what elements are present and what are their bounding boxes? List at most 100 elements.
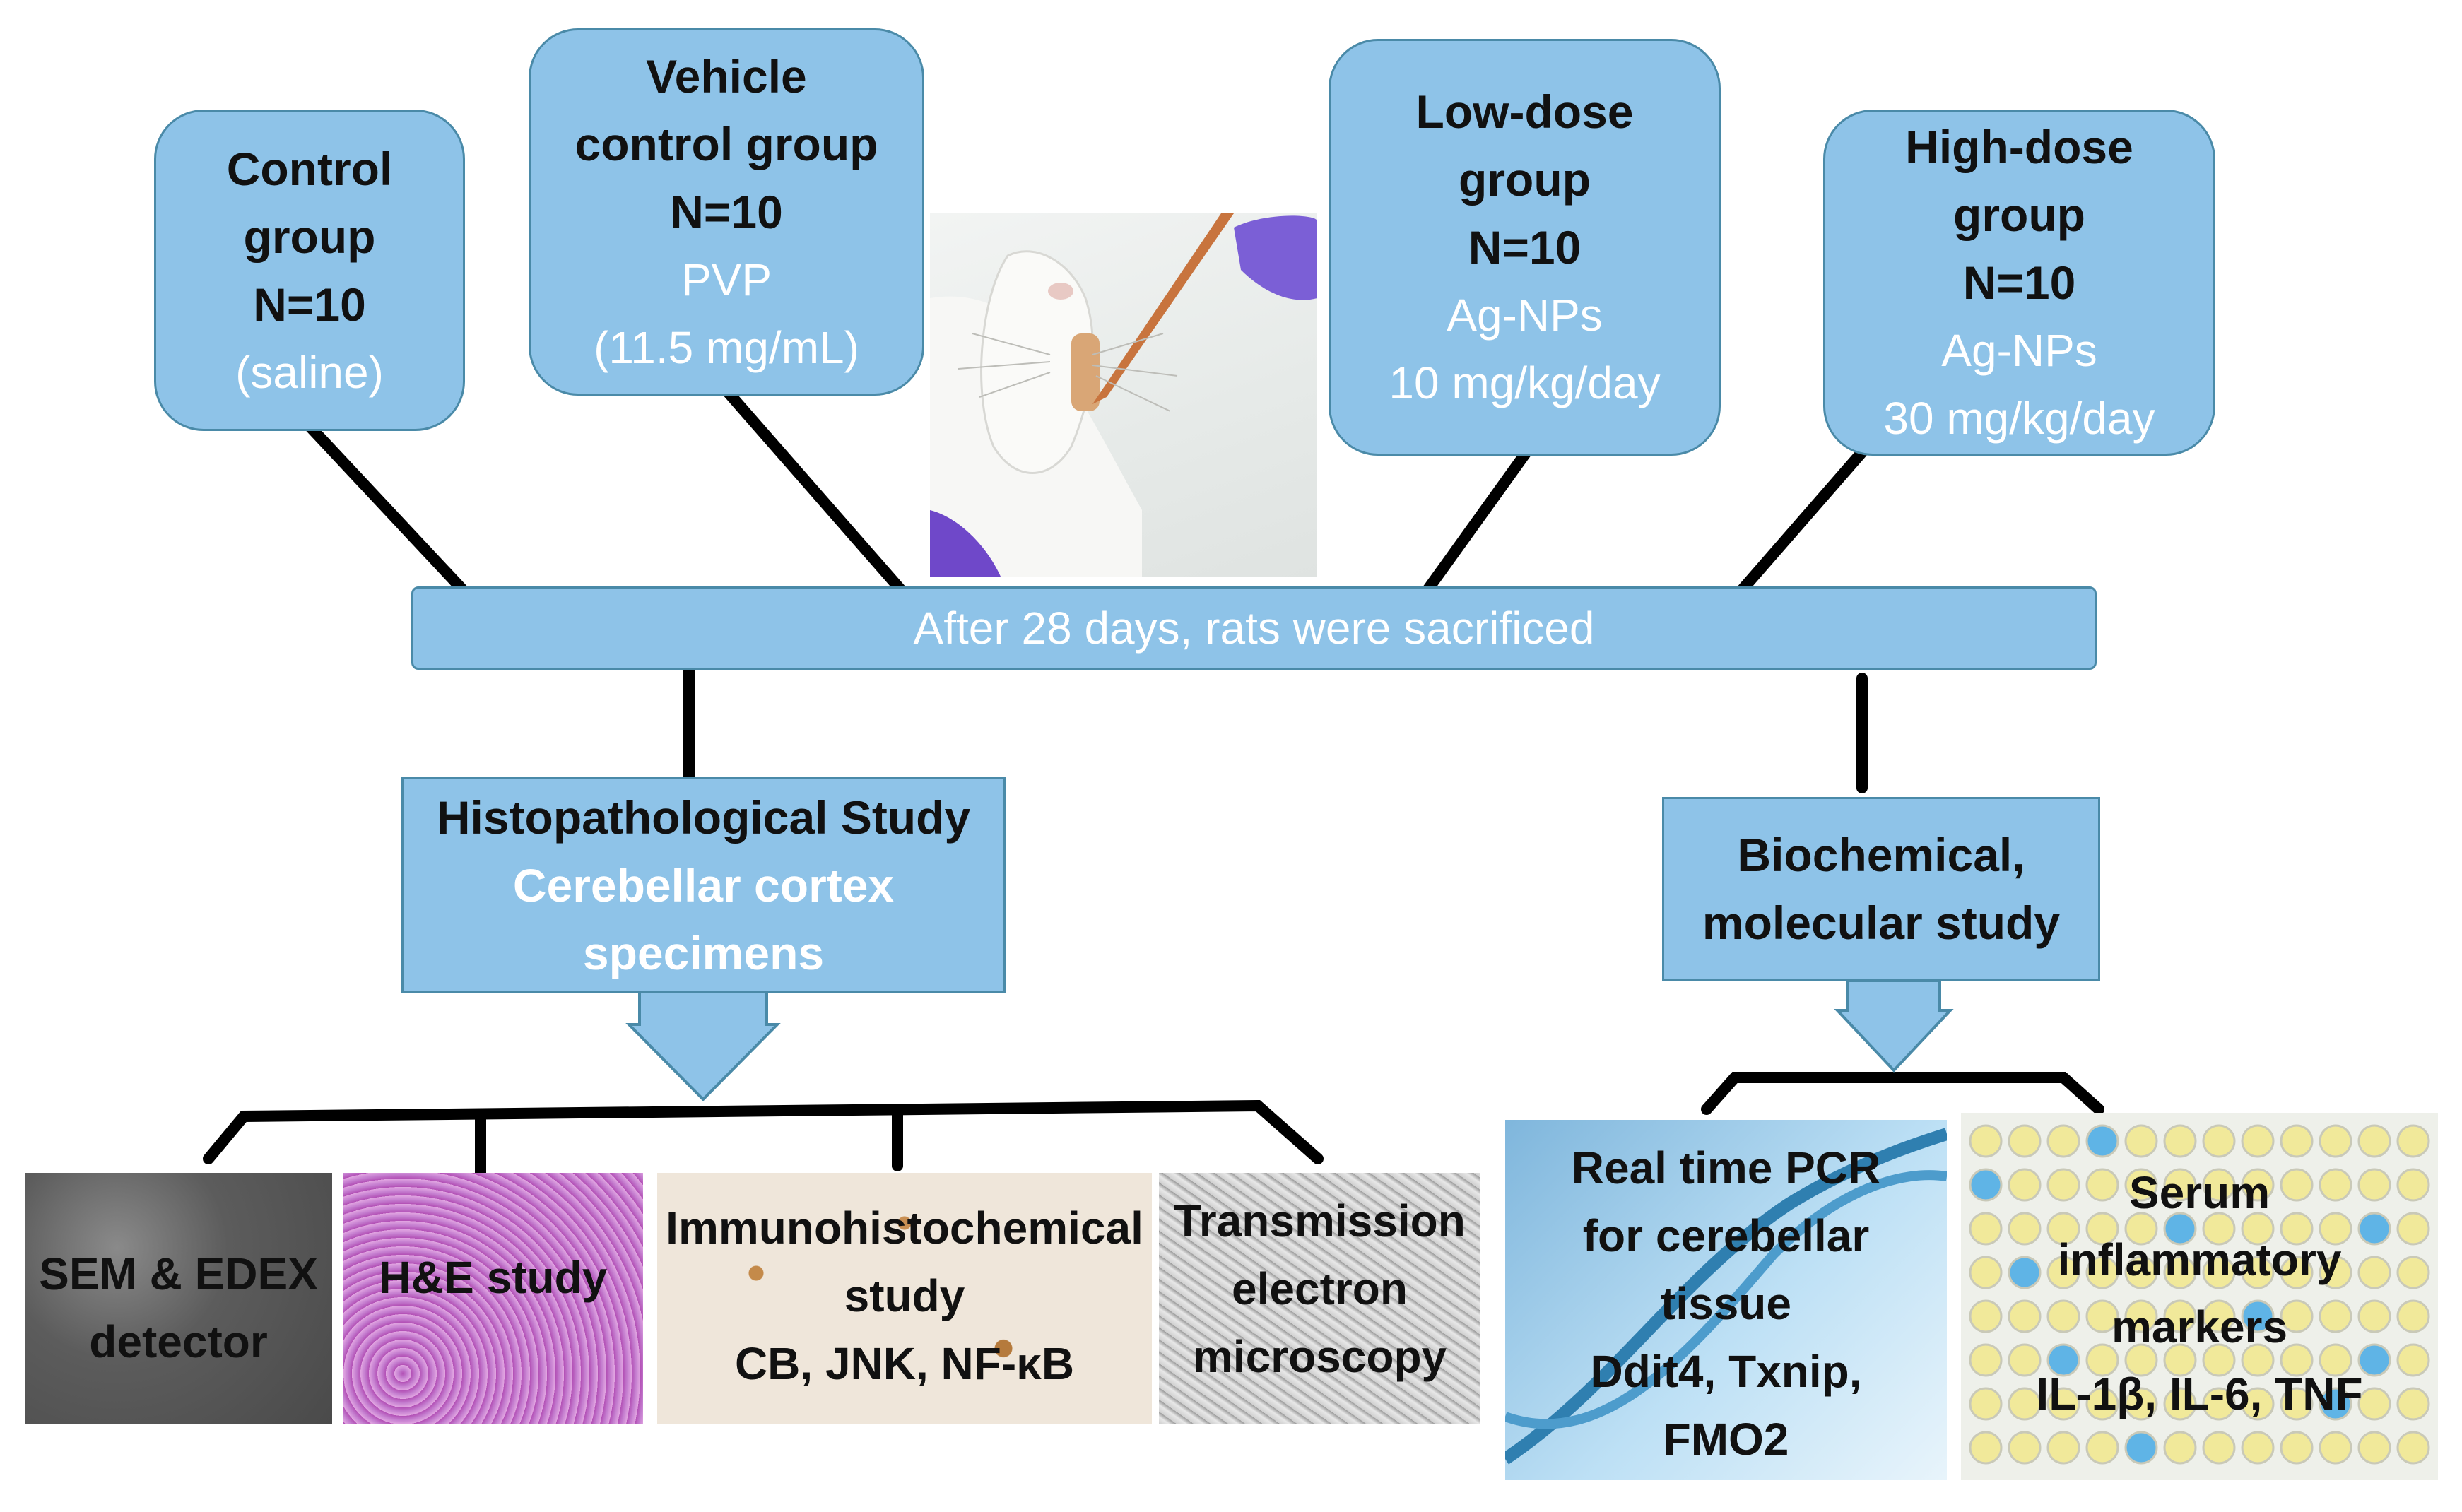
panel-line: study bbox=[844, 1270, 965, 1321]
group-detail: Ag-NPs bbox=[1447, 290, 1603, 341]
plate-well bbox=[2319, 1124, 2352, 1158]
histo-title: Histopathological Study bbox=[436, 791, 971, 844]
plate-well bbox=[2319, 1343, 2352, 1377]
plate-well bbox=[2241, 1299, 2275, 1333]
plate-well bbox=[2280, 1168, 2314, 1202]
plate-well bbox=[1969, 1387, 2003, 1421]
plate-well bbox=[2046, 1256, 2080, 1289]
biochemical-study-box: Biochemical, molecular study bbox=[1662, 797, 2100, 981]
plate-well bbox=[2357, 1124, 2391, 1158]
plate-well bbox=[2280, 1299, 2314, 1333]
plate-well bbox=[2163, 1387, 2197, 1421]
plate-well bbox=[2085, 1431, 2119, 1465]
panel-line: Transmission bbox=[1174, 1195, 1466, 1246]
plate-well bbox=[2357, 1168, 2391, 1202]
plate-well bbox=[2085, 1299, 2119, 1333]
plate-well bbox=[2046, 1212, 2080, 1246]
plate-well bbox=[2202, 1124, 2236, 1158]
plate-well bbox=[2319, 1256, 2352, 1289]
group-n: N=10 bbox=[253, 278, 366, 331]
plate-well bbox=[2008, 1124, 2042, 1158]
panel-line: inflammatory bbox=[2057, 1234, 2342, 1285]
panel-line: for cerebellar bbox=[1582, 1210, 1870, 1261]
plate-well bbox=[2319, 1168, 2352, 1202]
plate-well bbox=[1969, 1343, 2003, 1377]
group-title: Control bbox=[226, 142, 393, 195]
group-n: N=10 bbox=[1962, 256, 2076, 309]
plate-well bbox=[2085, 1256, 2119, 1289]
plate-well bbox=[2163, 1256, 2197, 1289]
plate-well bbox=[2319, 1212, 2352, 1246]
plate-well bbox=[2280, 1387, 2314, 1421]
plate-well bbox=[2124, 1431, 2158, 1465]
plate-well bbox=[2396, 1431, 2430, 1465]
biochem-line-1: Biochemical, bbox=[1737, 829, 2025, 881]
plate-well bbox=[2124, 1299, 2158, 1333]
panel-line: tissue bbox=[1661, 1278, 1791, 1329]
plate-well bbox=[2357, 1431, 2391, 1465]
plate-well bbox=[2357, 1212, 2391, 1246]
plate-well bbox=[2241, 1256, 2275, 1289]
plate-well bbox=[2124, 1124, 2158, 1158]
plate-well bbox=[2085, 1387, 2119, 1421]
well-plate-icon bbox=[1969, 1124, 2430, 1465]
plate-well bbox=[2124, 1212, 2158, 1246]
plate-well bbox=[2008, 1299, 2042, 1333]
plate-well bbox=[2124, 1256, 2158, 1289]
group-title: Low-dose bbox=[1415, 85, 1634, 138]
plate-well bbox=[2280, 1256, 2314, 1289]
plate-well bbox=[2202, 1256, 2236, 1289]
plate-well bbox=[2280, 1124, 2314, 1158]
he-study-panel: H&E study bbox=[343, 1173, 643, 1424]
panel-line: FMO2 bbox=[1663, 1414, 1789, 1465]
real-time-pcr-panel: Real time PCR for cerebellar tissue Ddit… bbox=[1505, 1120, 1947, 1480]
plate-well bbox=[2046, 1299, 2080, 1333]
plate-well bbox=[2008, 1168, 2042, 1202]
plate-well bbox=[2163, 1168, 2197, 1202]
panel-line: Serum bbox=[2128, 1167, 2270, 1218]
plate-well bbox=[2357, 1343, 2391, 1377]
plate-well bbox=[2008, 1387, 2042, 1421]
plate-well bbox=[2241, 1431, 2275, 1465]
sem-edex-panel: SEM & EDEX detector bbox=[25, 1173, 332, 1424]
plate-well bbox=[2202, 1343, 2236, 1377]
plate-well bbox=[2202, 1299, 2236, 1333]
tem-panel: Transmission electron microscopy bbox=[1159, 1173, 1480, 1424]
panel-line: electron bbox=[1232, 1263, 1408, 1314]
plate-well bbox=[2085, 1168, 2119, 1202]
panel-line: Immunohistochemical bbox=[666, 1203, 1143, 1253]
plate-well bbox=[2046, 1168, 2080, 1202]
plate-well bbox=[2396, 1343, 2430, 1377]
plate-well bbox=[2046, 1124, 2080, 1158]
plate-well bbox=[2319, 1431, 2352, 1465]
vehicle-control-group-box: Vehicle control group N=10 PVP (11.5 mg/… bbox=[529, 28, 924, 396]
plate-well bbox=[2396, 1387, 2430, 1421]
panel-line: IL-1β, IL-6, TNF bbox=[2036, 1369, 2363, 1419]
plate-well bbox=[2163, 1343, 2197, 1377]
panel-line: Ddit4, Txnip, bbox=[1590, 1346, 1862, 1397]
plate-well bbox=[2163, 1124, 2197, 1158]
group-title: Vehicle bbox=[646, 50, 807, 102]
plate-well bbox=[2280, 1431, 2314, 1465]
low-dose-group-box: Low-dose group N=10 Ag-NPs 10 mg/kg/day bbox=[1329, 39, 1721, 456]
plate-well bbox=[2280, 1212, 2314, 1246]
rat-gavage-photo bbox=[930, 213, 1317, 577]
plate-well bbox=[2319, 1299, 2352, 1333]
group-detail: (saline) bbox=[235, 346, 384, 398]
plate-well bbox=[2357, 1256, 2391, 1289]
plate-well bbox=[2085, 1343, 2119, 1377]
plate-well bbox=[1969, 1299, 2003, 1333]
group-detail-2: 10 mg/kg/day bbox=[1389, 358, 1661, 408]
high-dose-group-box: High-dose group N=10 Ag-NPs 30 mg/kg/day bbox=[1823, 110, 2215, 456]
plate-well bbox=[2202, 1387, 2236, 1421]
plate-well bbox=[1969, 1256, 2003, 1289]
plate-well bbox=[2008, 1212, 2042, 1246]
group-n: N=10 bbox=[670, 186, 783, 238]
plate-well bbox=[2319, 1387, 2352, 1421]
plate-well bbox=[2280, 1343, 2314, 1377]
histo-line-1: Cerebellar cortex bbox=[512, 858, 895, 911]
sacrifice-bar: After 28 days, rats were sacrificed bbox=[411, 586, 2097, 670]
biochem-line-2: molecular study bbox=[1702, 897, 2061, 949]
